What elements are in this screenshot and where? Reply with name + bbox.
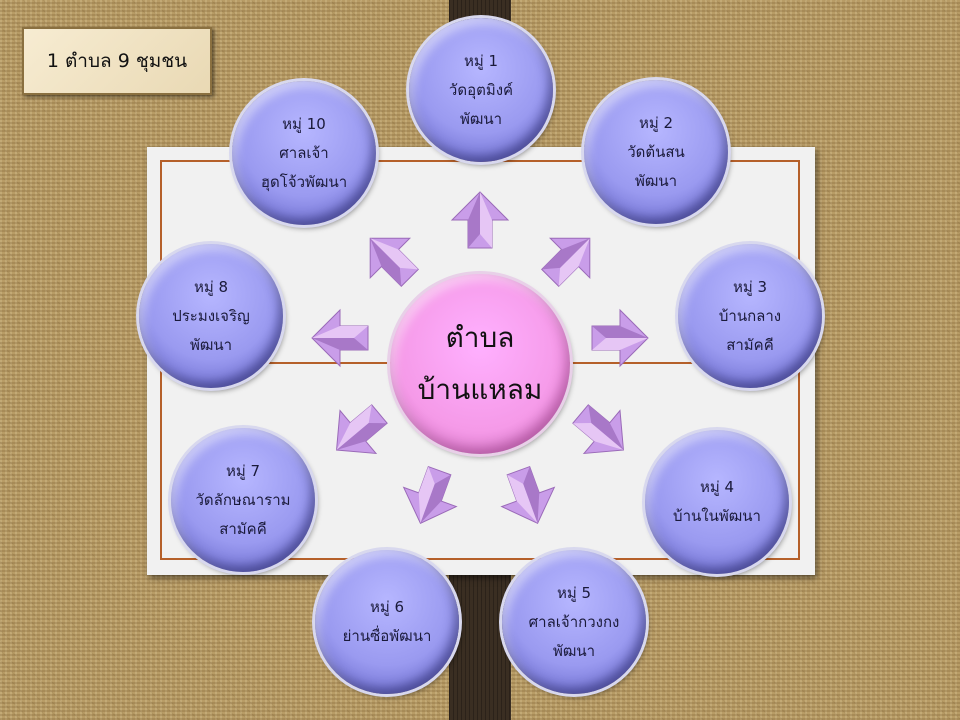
arrow-icon [541, 237, 591, 287]
village-node: หมู่ 7 วัดลักษณารามสามัคคี [171, 428, 315, 572]
village-name-line: บ้านในพัฒนา [673, 507, 761, 525]
village-number: หมู่ 4 [699, 478, 735, 496]
village-name-line: พัฒนา [189, 335, 233, 354]
arrow-icon [572, 404, 624, 455]
village-name-line: วัดอุตมิงค์ [448, 80, 514, 99]
village-name-line: ศาลเจ้า [279, 143, 329, 162]
village-number: หมู่ 5 [556, 583, 592, 602]
village-name-line: พัฒนา [459, 109, 503, 128]
village-number: หมู่ 6 [369, 598, 405, 616]
village-name-line: พัฒนา [552, 641, 596, 660]
village-node: หมู่ 6 ย่านซื่อพัฒนา [315, 550, 459, 694]
village-name-line: วัดต้นสน [627, 142, 685, 161]
village-number: หมู่ 7 [225, 461, 261, 480]
arrow-icon [369, 237, 419, 287]
arrow-icon [311, 308, 369, 368]
village-node: หมู่ 1 วัดอุตมิงค์พัฒนา [409, 18, 553, 162]
village-number: หมู่ 8 [193, 277, 229, 296]
arrow-icon [591, 308, 649, 368]
arrow-icon [402, 465, 458, 524]
village-name-line: สามัคคี [219, 519, 267, 538]
village-name-line: ศาลเจ้ากวงกง [528, 612, 620, 631]
village-name-line: ประมงเจริญ [172, 306, 250, 325]
village-node: หมู่ 4 บ้านในพัฒนา [645, 430, 789, 574]
center-node: ตำบล บ้านแหลม [390, 274, 570, 454]
village-node: หมู่ 5 ศาลเจ้ากวงกงพัฒนา [502, 550, 646, 694]
village-number: หมู่ 10 [282, 114, 326, 133]
village-number: หมู่ 2 [638, 113, 674, 132]
village-name-line: บ้านกลาง [718, 306, 782, 325]
village-number: หมู่ 3 [732, 277, 768, 296]
village-node: หมู่ 2 วัดต้นสนพัฒนา [584, 80, 728, 224]
village-node: หมู่ 3 บ้านกลางสามัคคี [678, 244, 822, 388]
arrow-icon [336, 404, 388, 455]
center-line2: บ้านแหลม [417, 373, 543, 406]
village-name-line: ย่านซื่อพัฒนา [342, 627, 432, 645]
village-name-line: สามัคคี [726, 335, 774, 354]
village-node: หมู่ 8 ประมงเจริญพัฒนา [139, 244, 283, 388]
title-text: 1 ตำบล 9 ชุมชน [46, 50, 188, 72]
village-name-line: พัฒนา [634, 171, 678, 190]
title-box: 1 ตำบล 9 ชุมชน [22, 27, 212, 95]
village-number: หมู่ 1 [463, 51, 499, 70]
arrow-icon [500, 465, 556, 524]
village-name-line: วัดลักษณาราม [195, 490, 291, 509]
village-name-line: ฮุดโจ้วพัฒนา [260, 172, 348, 191]
arrow-icon [450, 191, 510, 249]
center-line1: ตำบล [445, 321, 515, 354]
village-node: หมู่ 10 ศาลเจ้าฮุดโจ้วพัฒนา [232, 81, 376, 225]
